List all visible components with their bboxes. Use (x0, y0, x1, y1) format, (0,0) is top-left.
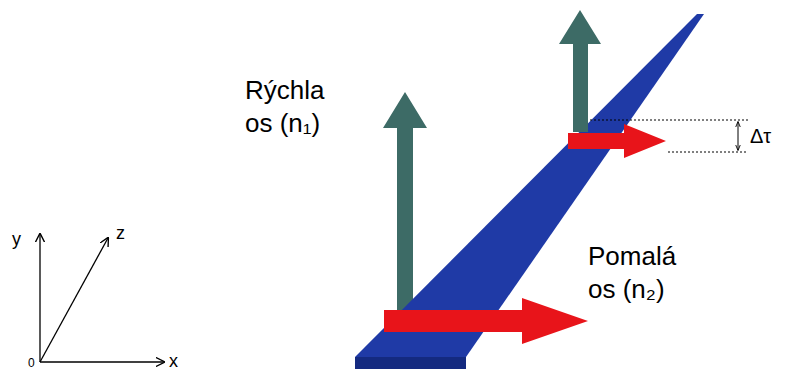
origin-label: 0 (28, 356, 35, 371)
birefringent-strip (355, 14, 704, 357)
coordinate-axes (40, 234, 164, 362)
delay-label: Δτ (750, 124, 771, 149)
axis-caption: Pomalá os (n₂) (588, 240, 706, 305)
delay-arrow (738, 122, 739, 150)
axis-caption: Rýchla os (n₁) (245, 74, 357, 139)
slow-axis-arrow (568, 124, 666, 158)
axis-label: y (12, 228, 21, 251)
strip-edge (355, 357, 466, 369)
axis-label: z (116, 222, 125, 245)
slow-axis-arrow (384, 298, 588, 344)
fast-axis-arrow (383, 92, 427, 322)
axis-label: x (169, 350, 178, 373)
delay-guides (590, 120, 748, 152)
fast-axis-arrow (559, 10, 601, 132)
